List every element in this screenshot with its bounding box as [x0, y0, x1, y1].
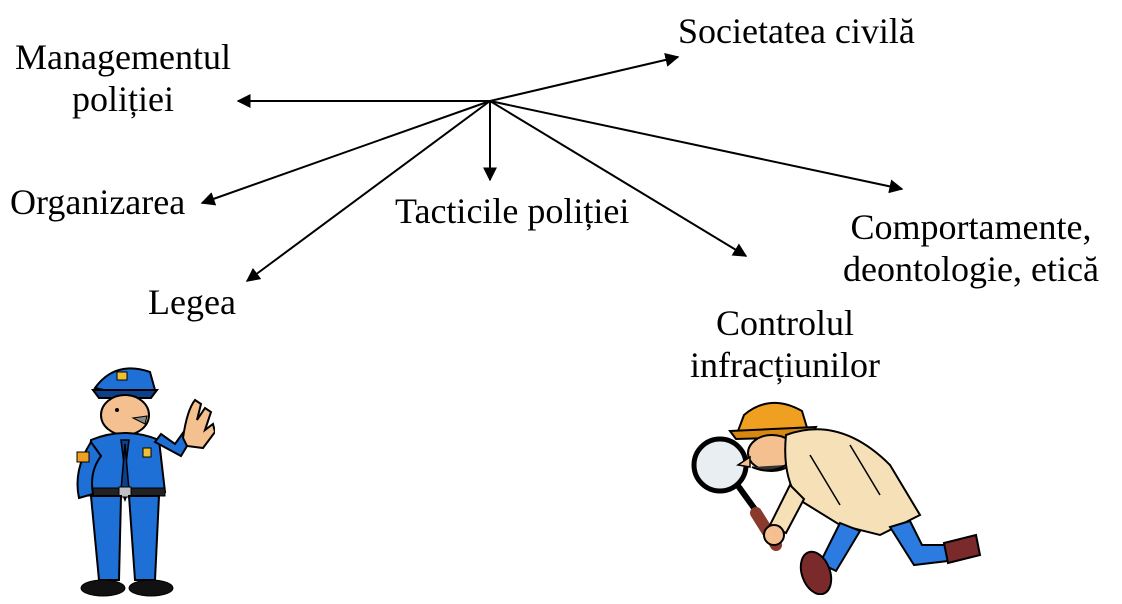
label-tacticile: Tacticile poliției	[395, 191, 630, 231]
arrow-to-organizarea	[200, 100, 491, 206]
label-legea: Legea	[148, 282, 236, 322]
arrow-to-societatea	[489, 53, 680, 102]
label-managementul: Managementul poliției	[0, 36, 246, 120]
label-comportamente-line1: Comportamente,	[850, 207, 1092, 247]
label-comportamente-line2: deontologie, etică	[843, 249, 1099, 289]
label-managementul-line1: Managementul	[15, 37, 231, 77]
arrow-to-comportamente	[489, 100, 904, 194]
label-controlul: Controlul infracțiunilor	[670, 302, 900, 386]
label-societatea-civila: Societatea civilă	[678, 11, 915, 51]
label-managementul-line2: poliției	[72, 79, 174, 119]
arrow-to-controlul	[489, 100, 748, 257]
detective-illustration	[691, 401, 982, 595]
arrow-to-legea	[245, 100, 491, 282]
label-organizarea: Organizarea	[10, 182, 186, 222]
label-controlul-line2: infracțiunilor	[690, 345, 880, 385]
label-controlul-line1: Controlul	[715, 303, 854, 343]
label-comportamente: Comportamente, deontologie, etică	[826, 206, 1116, 290]
policeman-illustration	[76, 367, 215, 597]
